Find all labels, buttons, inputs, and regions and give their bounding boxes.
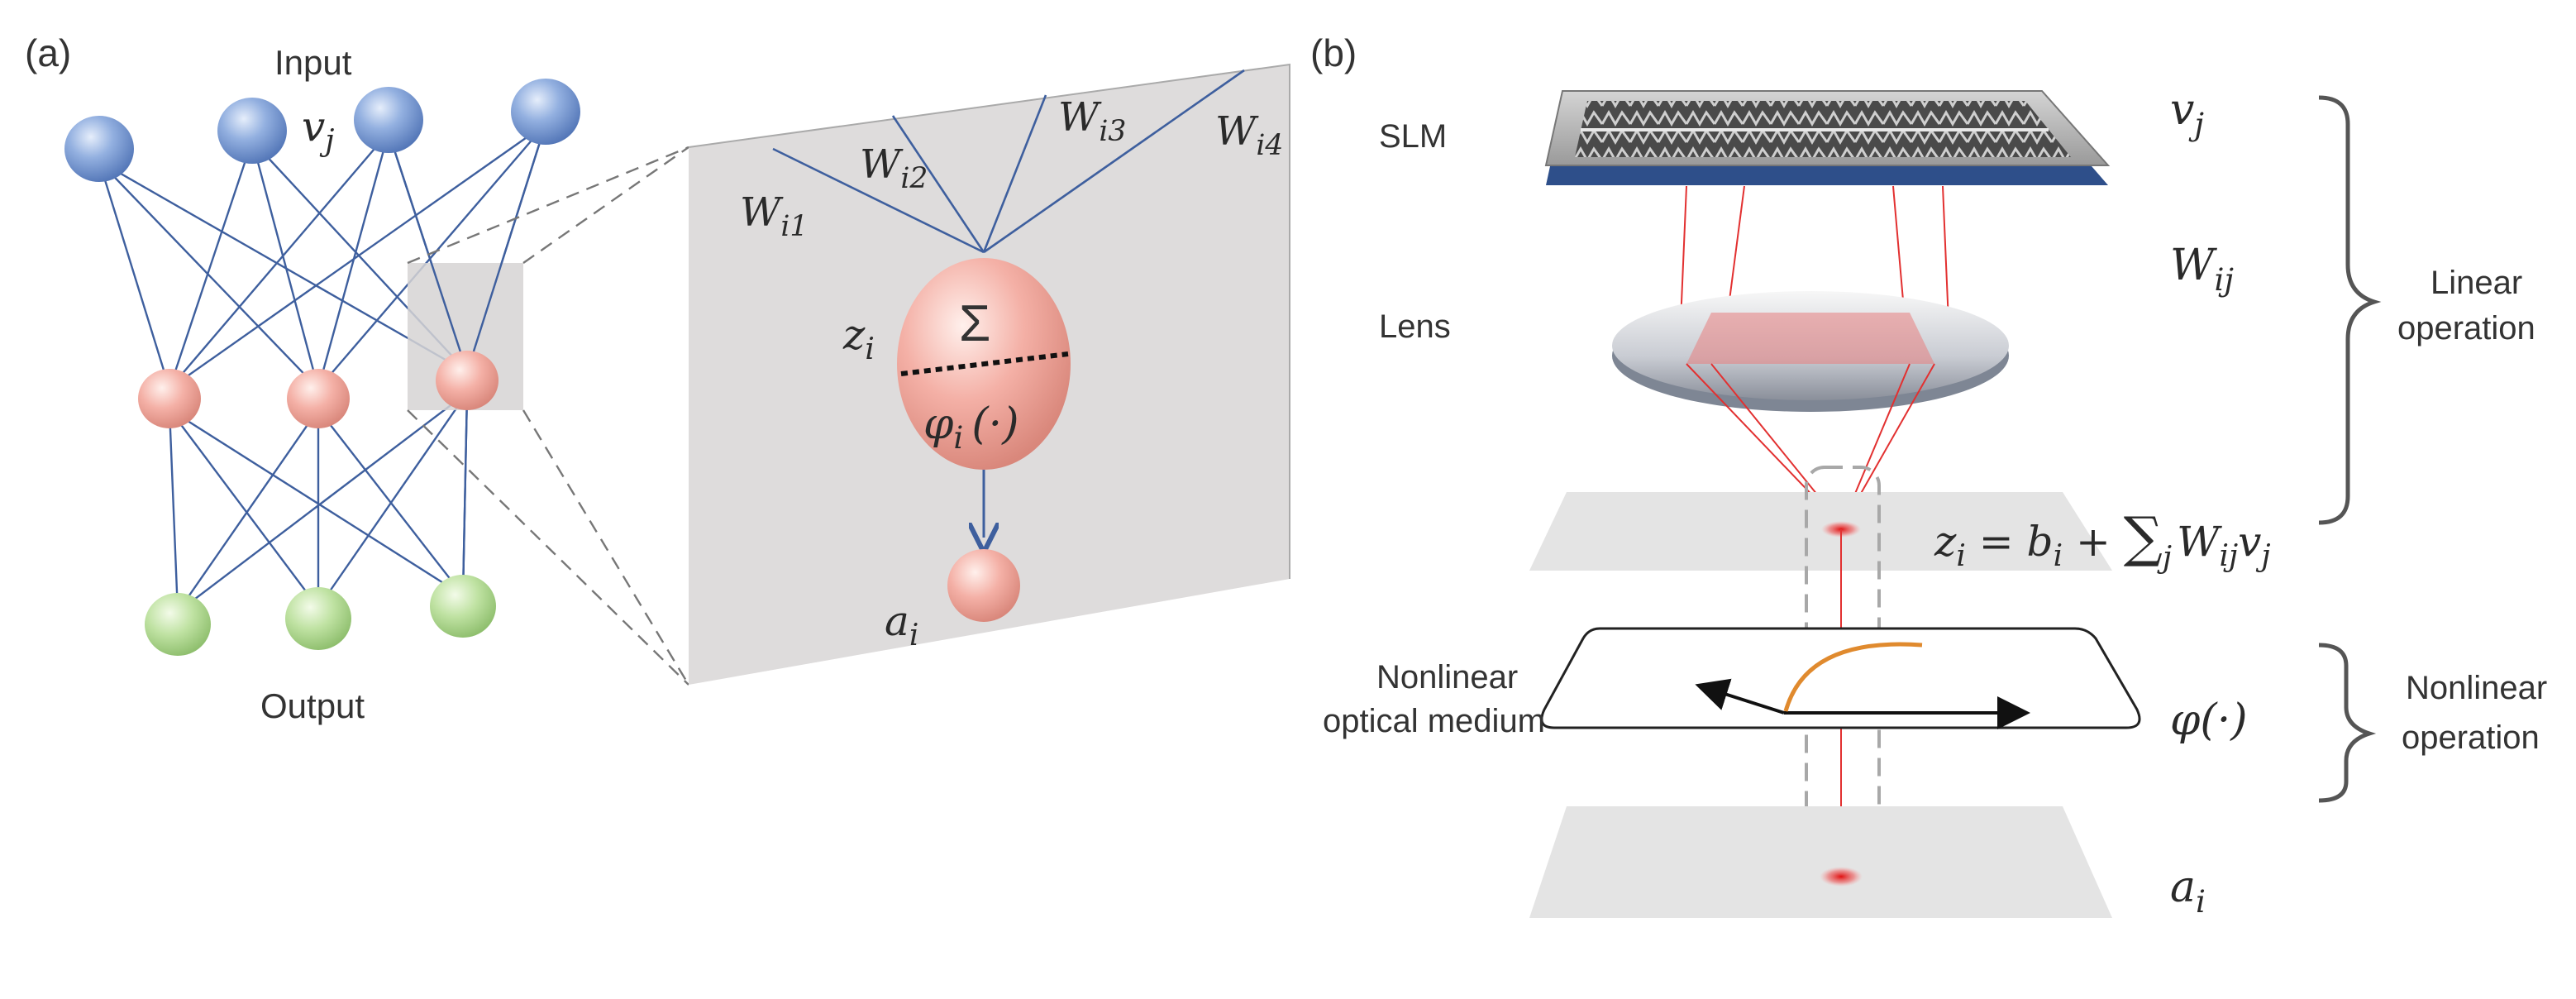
hidden-node: [138, 369, 201, 428]
input-node: [64, 116, 134, 182]
input-node: [354, 87, 423, 153]
nonlinear-response-curve: [1783, 642, 1923, 712]
zoomed-weight-lines: [772, 69, 1245, 254]
linear-label-line2: operation: [2397, 310, 2535, 347]
output-spot: [1820, 867, 1863, 887]
medium-y-axis: [1695, 678, 1785, 715]
input-node: [217, 98, 287, 164]
weight-matrix-symbol: Wij: [2170, 241, 2234, 298]
weight-label-1: Wi1: [740, 189, 808, 243]
panel-a-label: (a): [25, 31, 71, 74]
lens-label: Lens: [1379, 308, 1451, 345]
output-node: [285, 587, 351, 650]
hidden-node: [287, 369, 350, 428]
panel-b: (b) SLM Lens: [1310, 31, 2547, 920]
medium-label-line2: optical medium: [1323, 703, 1545, 739]
nonlinear-medium: [1540, 627, 2141, 729]
nonlinear-label-line2: operation: [2402, 719, 2540, 756]
slm-vector-symbol: vj: [2170, 85, 2204, 142]
hidden-node-highlighted: [436, 351, 499, 410]
lens: [1612, 291, 2009, 412]
input-layer-label: Input: [274, 43, 352, 82]
zoom-projection-lines: [407, 146, 690, 686]
edges-hidden-output: [168, 392, 469, 613]
focal-plane: [1529, 492, 2112, 571]
input-node: [511, 79, 580, 145]
output-node: [430, 575, 496, 638]
weight-label-2: Wi2: [860, 141, 928, 195]
nonlinear-brace: [2318, 643, 2377, 803]
panel-b-label: (b): [1310, 31, 1357, 74]
output-activation-symbol-b: ai: [2170, 863, 2206, 920]
nonlinear-function-symbol: φ(·): [2170, 695, 2248, 745]
activation-function: φi(·): [923, 399, 1019, 456]
slm-label: SLM: [1379, 118, 1447, 155]
sum-symbol: Σ: [959, 295, 990, 352]
nonlinear-label-line1: Nonlinear: [2406, 670, 2547, 706]
weight-label-3: Wi3: [1058, 94, 1126, 148]
input-symbol: vj: [302, 103, 334, 158]
panel-a: (a) Input vj: [25, 31, 1290, 725]
output-node: [145, 593, 211, 656]
medium-label-line1: Nonlinear: [1376, 659, 1518, 695]
output-neuron: [947, 549, 1020, 622]
output-activation-symbol: ai: [885, 597, 918, 652]
weight-label-4: Wi4: [1215, 108, 1283, 162]
linear-label-line1: Linear: [2431, 265, 2522, 301]
neuron-divider: [900, 351, 1069, 376]
output-plane: [1529, 806, 2112, 918]
slm-device: [1544, 90, 2111, 185]
output-layer-label: Output: [260, 686, 365, 725]
pre-activation-symbol: zi: [842, 311, 875, 366]
linear-brace: [2318, 95, 2382, 525]
